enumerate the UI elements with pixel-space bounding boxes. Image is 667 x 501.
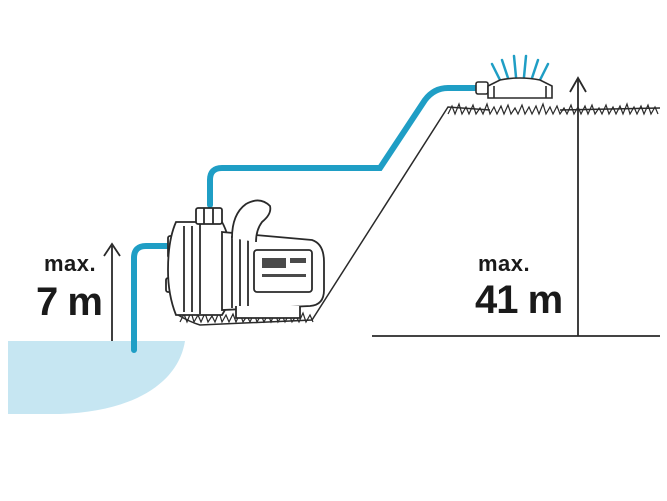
delivery-hose [207,85,481,208]
water-body [8,341,185,414]
arrow-up-icon [372,76,660,337]
suction-hose [131,243,175,353]
pump-icon [165,199,325,319]
ground-line-right [559,107,661,111]
suction-height-value: 7 m [36,280,103,324]
delivery-max-label: max. [478,251,531,276]
arrow-up-icon [103,242,121,341]
sprinkler-icon [475,54,553,99]
suction-max-label: max. [44,251,97,276]
delivery-height-value: 41 m [475,278,563,322]
